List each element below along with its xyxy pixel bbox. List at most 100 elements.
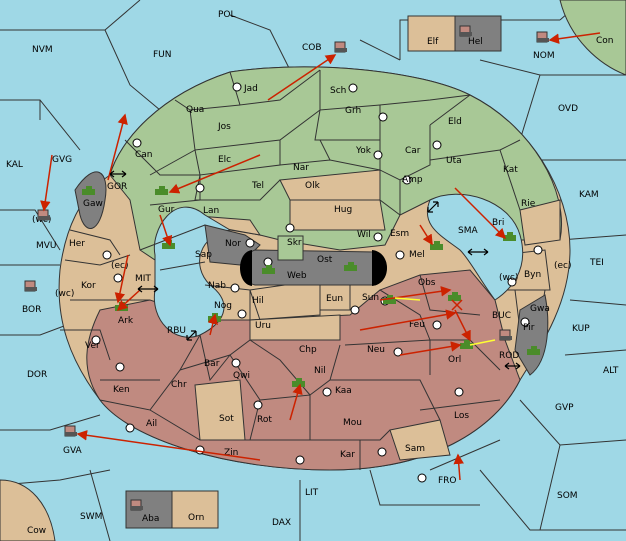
supply-center-gur <box>195 183 205 193</box>
supply-center-ver <box>91 335 101 345</box>
fleet-bor[interactable] <box>24 280 37 292</box>
fleet-aba[interactable] <box>130 499 143 511</box>
label-provinces_tan-orn: Orn <box>188 513 204 523</box>
supply-center-kar <box>377 447 387 457</box>
province-rie[interactable] <box>519 199 561 246</box>
label-provinces_red-kaa: Kaa <box>335 386 352 396</box>
label-provinces_tan-eun: Eun <box>326 294 343 304</box>
label-seas-cob: COB <box>302 43 322 53</box>
label-provinces_green-bri: Bri <box>492 218 504 228</box>
label-provinces_green-eld: Eld <box>448 117 462 127</box>
label-seas-alt: ALT <box>603 366 619 376</box>
army-pir[interactable] <box>527 346 540 355</box>
label-seas-wc: (wc) <box>55 289 74 299</box>
label-provinces_green-amp: Amp <box>402 175 423 185</box>
label-provinces_tan-nab: Nab <box>208 281 226 291</box>
fleet-gva[interactable] <box>64 425 77 437</box>
supply-centers <box>91 82 543 483</box>
label-seas-swm: SWM <box>80 512 102 522</box>
province-uru[interactable] <box>249 314 341 341</box>
label-provinces_red-qwi: Qwi <box>233 371 250 381</box>
supply-center-yok <box>373 150 383 160</box>
province-elf[interactable] <box>407 15 456 52</box>
supply-center-hug <box>285 223 295 233</box>
label-seas-gor: GOR <box>107 182 127 192</box>
label-provinces_green-can: Can <box>135 150 153 160</box>
label-seas-mit: MIT <box>135 274 151 284</box>
supply-center-neu <box>393 347 403 357</box>
label-provinces_tan-gwa: Gwa <box>530 304 550 314</box>
label-provinces_green-nor: Nor <box>225 239 241 249</box>
supply-center-nab <box>230 283 240 293</box>
fleet-mvu[interactable] <box>37 209 50 221</box>
supply-center-zin2 <box>295 455 305 465</box>
army-orl[interactable] <box>460 340 473 349</box>
army-gaw[interactable] <box>82 186 95 195</box>
label-provinces_gray-aba: Aba <box>142 514 159 524</box>
label-provinces_red-obs: Obs <box>418 278 436 288</box>
label-provinces_red-bar: Bar <box>204 359 220 369</box>
label-provinces_tan-ver: Ver <box>85 341 100 351</box>
army-bri[interactable] <box>503 232 516 241</box>
supply-center-ail <box>125 423 135 433</box>
label-provinces_green-ost: Ost <box>317 255 333 265</box>
label-provinces_red-mou: Mou <box>343 418 362 428</box>
label-provinces_green-sch: Sch <box>330 86 346 96</box>
label-provinces_red-ail: Ail <box>146 419 157 429</box>
army-ost[interactable] <box>344 262 357 271</box>
label-seas-kal: KAL <box>6 160 23 170</box>
province-gaw[interactable] <box>74 171 107 229</box>
label-provinces_red-neu: Neu <box>367 345 385 355</box>
army-sun[interactable] <box>383 295 396 304</box>
army-obs[interactable] <box>448 292 461 301</box>
army-gur[interactable] <box>155 186 168 195</box>
label-provinces_red-feu: Feu <box>409 320 425 330</box>
label-seas-dor: DOR <box>27 370 47 380</box>
province-web-ost[interactable] <box>243 249 387 286</box>
label-provinces_green-wil: Wil <box>357 230 371 240</box>
label-provinces_gray-gaw: Gaw <box>83 199 103 209</box>
label-provinces_tan-kor: Kor <box>81 281 96 291</box>
fleet-buc[interactable] <box>499 329 512 341</box>
label-seas-tei: TEI <box>589 258 604 268</box>
label-provinces_tan-byn: Byn <box>524 270 541 280</box>
label-provinces_green-web: Web <box>287 271 307 281</box>
label-provinces_red-ken: Ken <box>113 385 130 395</box>
label-provinces_green-hug: Hug <box>334 205 352 215</box>
province-sot[interactable] <box>194 379 246 441</box>
label-seas-cow: Cow <box>27 526 46 536</box>
label-provinces_green-jos: Jos <box>217 122 231 132</box>
label-seas-ovd: OVD <box>558 104 578 114</box>
label-provinces_gray-hel: Hel <box>468 37 483 47</box>
label-provinces_green-car: Car <box>405 146 421 156</box>
support-lines <box>394 297 496 346</box>
inner-lagoon-east <box>426 193 524 301</box>
supply-center-qwi <box>231 358 241 368</box>
double-arrows <box>109 170 521 370</box>
label-provinces_green-nar: Nar <box>293 163 309 173</box>
supply-center-can <box>132 138 142 148</box>
label-provinces_red-los: Los <box>454 411 469 421</box>
army-web[interactable] <box>262 265 275 274</box>
supply-center-zin <box>195 445 205 455</box>
province-sam[interactable] <box>389 419 451 461</box>
label-provinces_green-yok: Yok <box>355 146 372 156</box>
fleet-hel[interactable] <box>459 25 472 37</box>
supply-center-sun2 <box>350 305 360 315</box>
label-seas-bor: BOR <box>22 305 41 315</box>
supply-center-kor <box>113 273 123 283</box>
label-provinces_tan-her: Her <box>69 239 85 249</box>
label-provinces_red-nil: Nil <box>314 366 326 376</box>
label-provinces_red-nog: Nog <box>214 301 232 311</box>
fleet-cob[interactable] <box>334 41 347 53</box>
label-provinces_tan-elf: Elf <box>427 37 439 47</box>
supply-center-amp <box>402 175 412 185</box>
army-mel[interactable] <box>430 241 443 250</box>
fleet-nom[interactable] <box>536 31 549 43</box>
supply-center-los <box>454 387 464 397</box>
label-provinces_green-uta: Uta <box>446 156 462 166</box>
province-orn[interactable] <box>171 490 219 529</box>
province-skr[interactable] <box>277 235 304 261</box>
